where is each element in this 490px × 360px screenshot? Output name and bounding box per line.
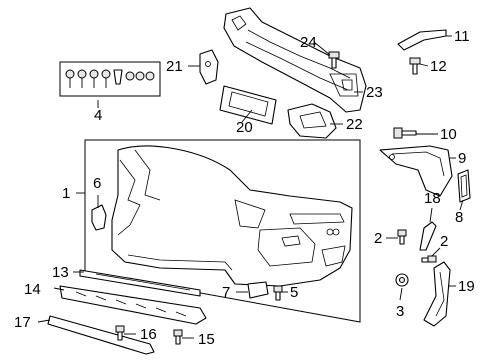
bracket-6[interactable] bbox=[91, 204, 107, 231]
bolt-2-right[interactable] bbox=[421, 255, 437, 263]
callout-23: 23 bbox=[366, 84, 383, 101]
reflector-8[interactable] bbox=[457, 169, 471, 203]
bumper-cover-frame bbox=[84, 139, 361, 323]
callout-3: 3 bbox=[396, 303, 404, 320]
license-bracket-20[interactable] bbox=[219, 85, 277, 125]
reinforcement-bar-23[interactable] bbox=[223, 7, 367, 113]
callout-15: 15 bbox=[198, 331, 215, 348]
callout-2-right: 2 bbox=[440, 233, 448, 250]
strip-18[interactable] bbox=[419, 221, 437, 251]
callout-10: 10 bbox=[440, 126, 457, 143]
bolt-15[interactable] bbox=[173, 329, 183, 345]
clip-3[interactable] bbox=[395, 273, 409, 287]
callout-20: 20 bbox=[236, 119, 253, 136]
cover-22[interactable] bbox=[287, 103, 337, 139]
callout-18: 18 bbox=[424, 190, 441, 207]
bolt-2-left[interactable] bbox=[397, 229, 407, 245]
callout-6: 6 bbox=[93, 175, 101, 192]
bracket-21[interactable] bbox=[199, 49, 219, 85]
callout-1: 1 bbox=[62, 185, 70, 202]
bolt-12[interactable] bbox=[409, 57, 421, 75]
bolt-10[interactable] bbox=[393, 127, 417, 139]
leader-lines bbox=[37, 35, 464, 339]
bracket-11[interactable] bbox=[397, 29, 447, 51]
lower-grille-14[interactable] bbox=[59, 285, 207, 325]
callout-7: 7 bbox=[222, 284, 230, 301]
lower-strip-13[interactable] bbox=[79, 269, 201, 297]
callout-22: 22 bbox=[346, 116, 363, 133]
callout-19: 19 bbox=[458, 278, 475, 295]
callout-9: 9 bbox=[458, 150, 466, 167]
callout-12: 12 bbox=[430, 58, 447, 75]
bolt-16[interactable] bbox=[115, 325, 125, 341]
bumper-cover[interactable] bbox=[111, 145, 353, 287]
callout-8: 8 bbox=[455, 209, 463, 226]
trim-7[interactable] bbox=[247, 281, 269, 299]
callout-14: 14 bbox=[24, 281, 41, 298]
callout-4: 4 bbox=[94, 107, 102, 124]
bracket-19[interactable] bbox=[423, 261, 451, 327]
callout-24: 24 bbox=[300, 34, 317, 51]
callout-2-left: 2 bbox=[374, 230, 382, 247]
bolt-24[interactable] bbox=[328, 51, 340, 69]
callout-21: 21 bbox=[166, 58, 183, 75]
callout-11: 11 bbox=[454, 28, 470, 45]
callout-5: 5 bbox=[290, 284, 298, 301]
callout-labels: 1 2 2 3 4 5 6 7 8 9 10 11 12 13 14 15 16… bbox=[14, 28, 475, 348]
fastener-kit-4[interactable] bbox=[59, 61, 161, 97]
bolt-5[interactable] bbox=[273, 285, 283, 301]
callout-13: 13 bbox=[52, 264, 69, 281]
side-bracket-9[interactable] bbox=[379, 145, 453, 197]
spoiler-17[interactable] bbox=[47, 315, 155, 355]
callout-17: 17 bbox=[14, 314, 31, 331]
callout-16: 16 bbox=[140, 326, 157, 343]
